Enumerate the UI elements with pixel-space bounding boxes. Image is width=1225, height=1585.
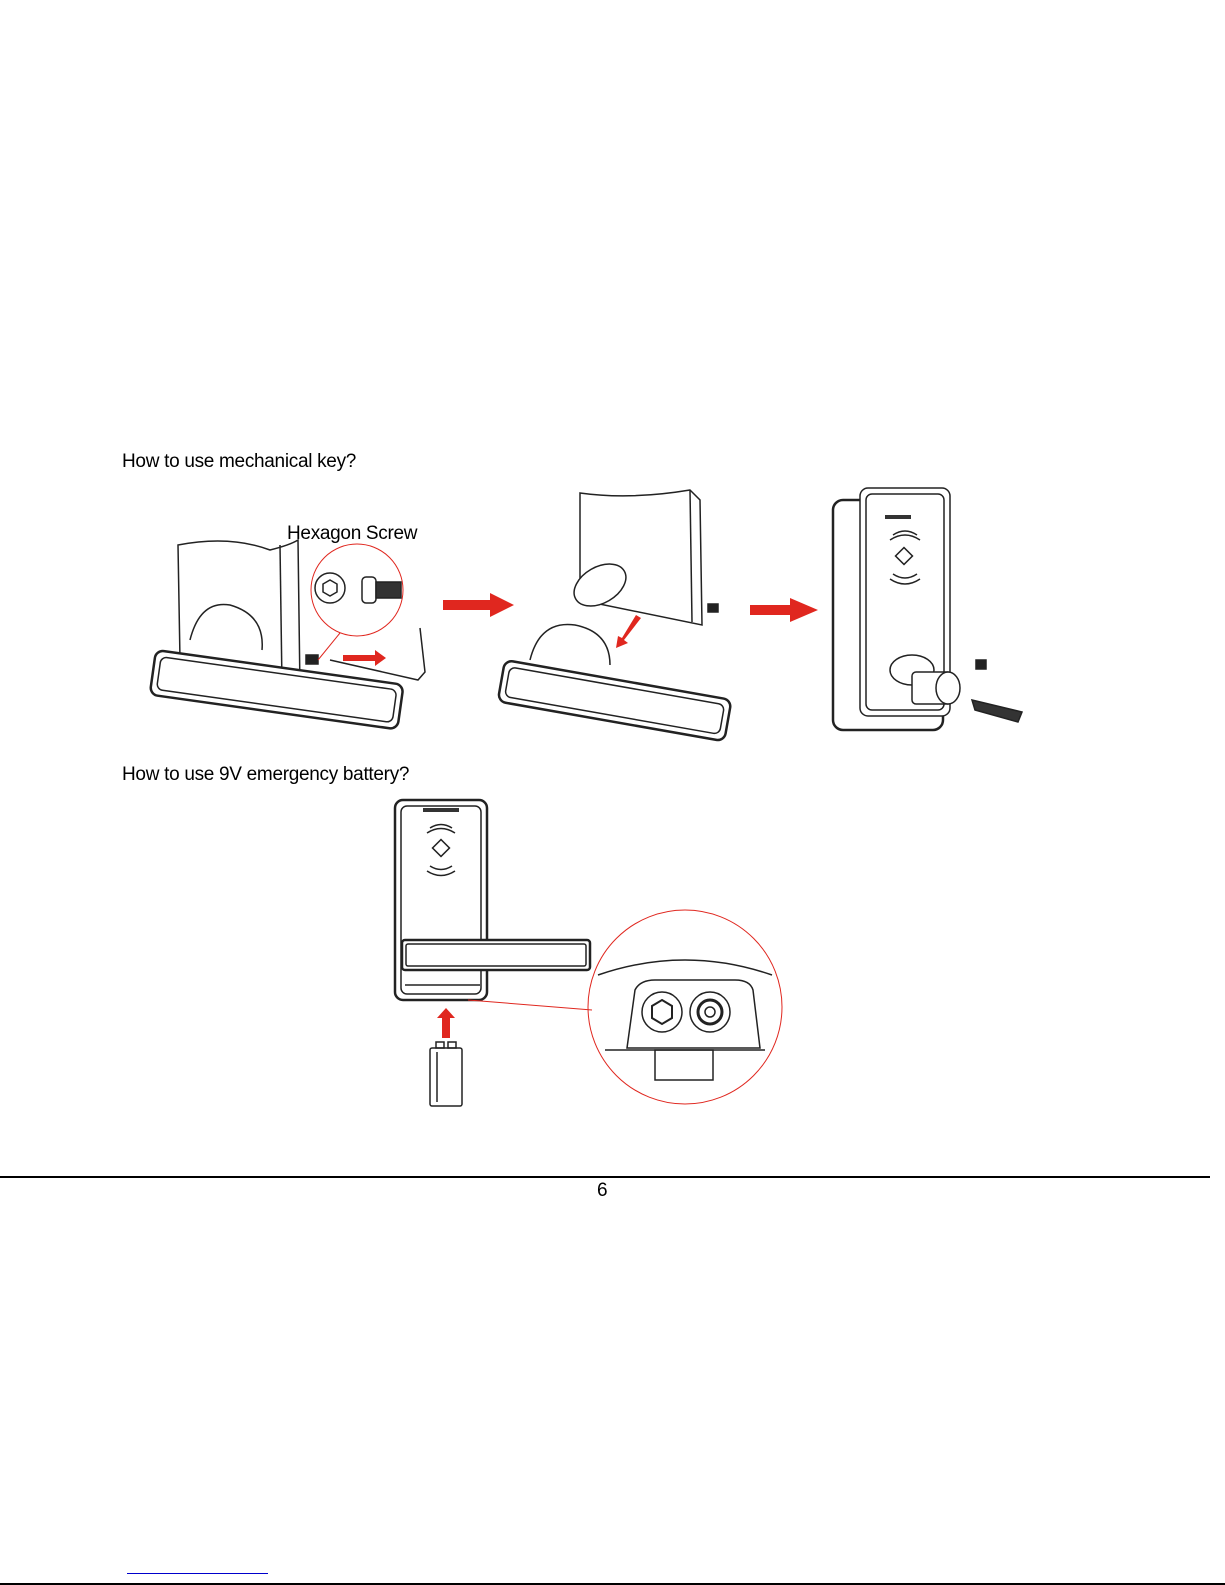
step1-handle-illustration	[149, 538, 426, 730]
bottom-border	[0, 1583, 1225, 1585]
9v-battery-illustration	[429, 1041, 463, 1107]
step2-handle-illustration	[497, 489, 732, 742]
arrow-right-icon	[750, 598, 818, 622]
section-heading-9v-battery: How to use 9V emergency battery?	[122, 764, 410, 785]
section-heading-mechanical-key: How to use mechanical key?	[122, 451, 357, 472]
hexagon-screw-callout	[310, 543, 404, 661]
battery-terminal-callout	[587, 909, 783, 1105]
step3-lock-illustration	[831, 487, 1024, 732]
page-number: 6	[597, 1180, 608, 1201]
arrow-right-icon	[343, 650, 386, 666]
lock-front-illustration	[393, 798, 592, 1002]
arrow-up-icon	[437, 1008, 455, 1038]
arrow-right-icon	[443, 593, 514, 617]
arrow-down-left-icon	[616, 615, 641, 648]
hexagon-screw-label: Hexagon Screw	[287, 523, 418, 544]
link-underline	[127, 1573, 268, 1574]
footer-divider	[0, 1176, 1210, 1178]
